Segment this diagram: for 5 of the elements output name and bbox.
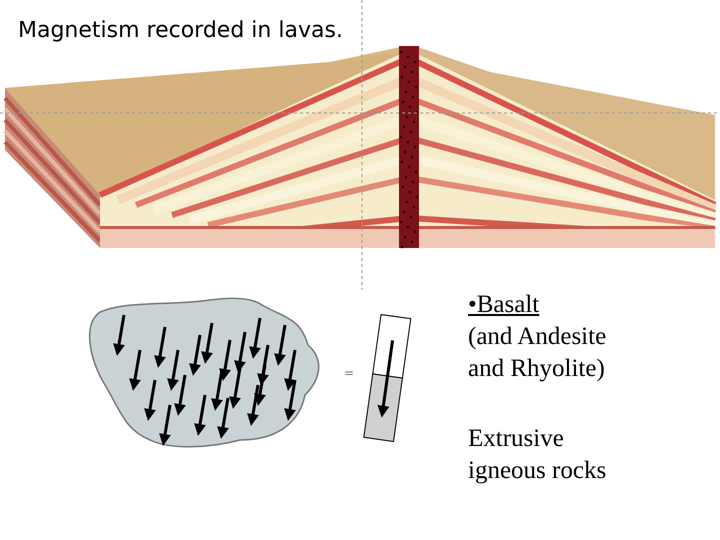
rock-type-note: Extrusive igneous rocks [468,424,608,486]
parenthetical-note: (and Andesite and Rhyolite) [468,322,608,384]
bullet-term: •Basalt [468,290,540,320]
equals-sign: = [344,366,354,380]
title: Magnetism recorded in lavas. [18,18,343,43]
